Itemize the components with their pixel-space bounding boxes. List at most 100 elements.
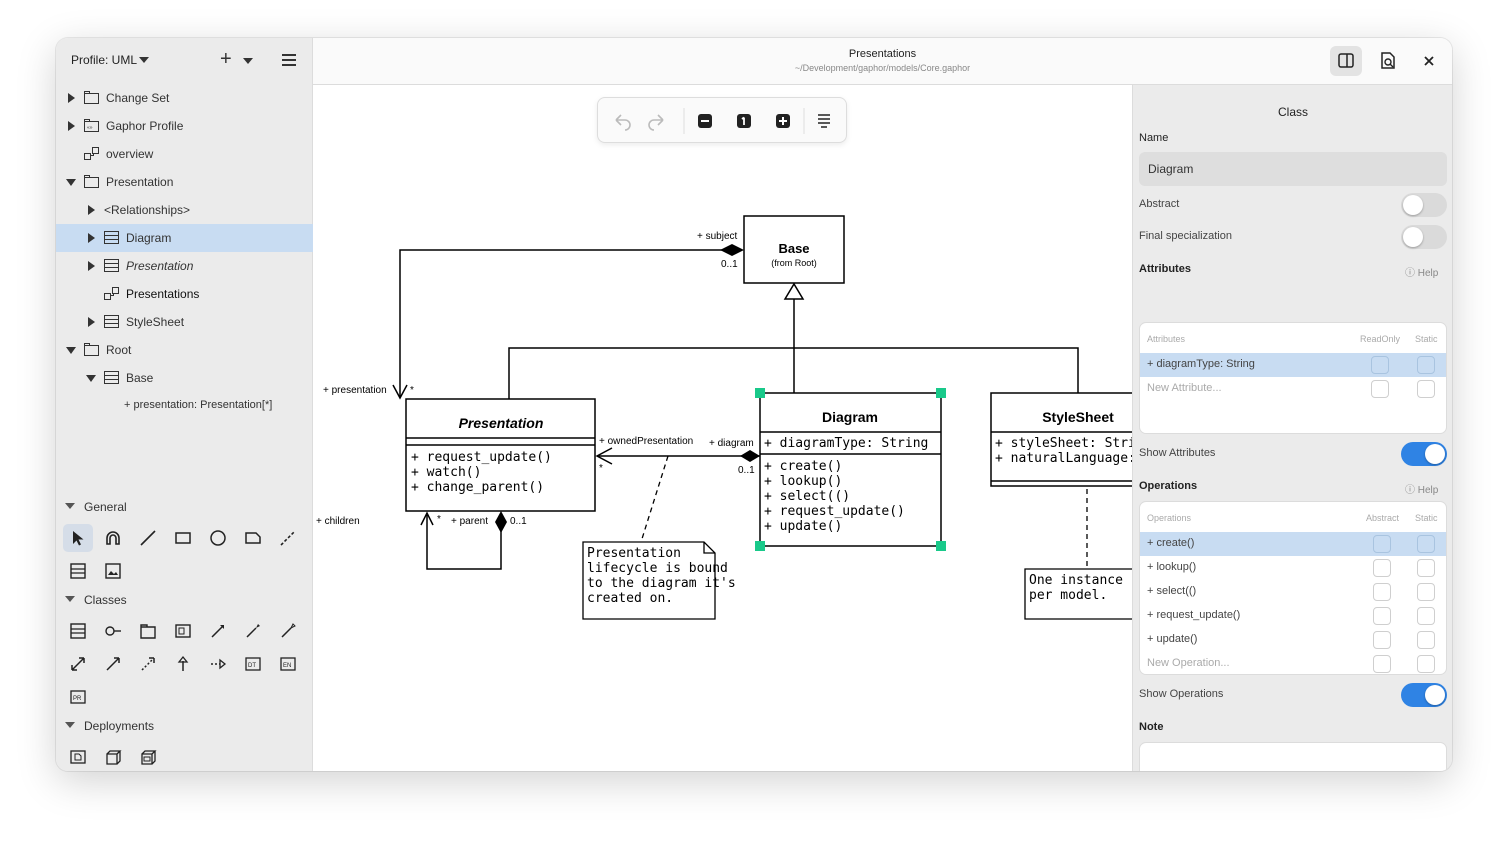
comment-one-instance[interactable]: One instance per model. [1024, 489, 1132, 620]
table-row[interactable]: + diagramType: String [1140, 353, 1446, 377]
comment-line-tool[interactable] [273, 524, 303, 552]
final-specialization-toggle[interactable] [1401, 225, 1447, 249]
tree-item-root[interactable]: Root [56, 336, 313, 364]
show-attributes-toggle[interactable] [1401, 442, 1447, 466]
resize-handle[interactable] [755, 541, 765, 551]
toggle-editor-button[interactable] [1330, 46, 1362, 76]
tree-item-diagram[interactable]: Diagram [56, 224, 313, 252]
expand-icon[interactable] [88, 261, 95, 271]
table-row[interactable]: New Operation... [1140, 652, 1446, 674]
primitive-tool[interactable]: PR [63, 683, 93, 711]
tree-item-change-set[interactable]: Change Set [56, 84, 313, 112]
table-row[interactable]: + select(() [1140, 580, 1446, 604]
zoom-in-icon[interactable] [776, 114, 790, 128]
abstract-checkbox[interactable] [1373, 631, 1391, 649]
static-checkbox[interactable] [1417, 356, 1435, 374]
class-diagram[interactable]: Diagram + diagramType: String + create()… [755, 388, 946, 551]
operation-text[interactable]: + request_update() [1147, 609, 1241, 621]
subject-association[interactable]: + subject 0..1 + presentation * [323, 231, 744, 400]
resize-handle[interactable] [936, 388, 946, 398]
static-checkbox[interactable] [1417, 583, 1435, 601]
note-textarea[interactable] [1139, 742, 1447, 771]
undo-icon[interactable] [615, 114, 631, 131]
parent-children-association[interactable]: + children * + parent 0..1 [316, 511, 527, 570]
image-tool[interactable] [98, 557, 128, 585]
class-name-input[interactable]: Diagram [1139, 152, 1447, 186]
chevron-down-icon[interactable] [139, 57, 149, 63]
expand-icon[interactable] [88, 317, 95, 327]
artifact-tool[interactable] [63, 743, 93, 771]
tree-item-presentation-class[interactable]: Presentation [56, 252, 313, 280]
chevron-down-icon[interactable] [243, 58, 253, 64]
tree-item-gaphor-profile[interactable]: «» Gaphor Profile [56, 112, 313, 140]
tree-item-presentation-package[interactable]: Presentation [56, 168, 313, 196]
operation-text[interactable]: + update() [1147, 633, 1198, 645]
hamburger-menu-icon[interactable] [282, 54, 296, 66]
node-tool[interactable] [98, 743, 128, 771]
class-presentation[interactable]: Presentation + request_update() + watch(… [405, 398, 596, 512]
realization-tool[interactable] [203, 650, 233, 678]
class-tool[interactable] [63, 617, 93, 645]
abstract-checkbox[interactable] [1373, 583, 1391, 601]
abstract-toggle[interactable] [1401, 193, 1447, 217]
collapse-icon[interactable] [66, 347, 76, 354]
bidirectional-tool[interactable] [63, 650, 93, 678]
tree-item-base[interactable]: Base [56, 364, 313, 392]
tree-item-presentations-diagram[interactable]: Presentations [56, 280, 313, 308]
table-row[interactable]: New Attribute... [1140, 377, 1446, 401]
static-checkbox[interactable] [1417, 607, 1435, 625]
show-operations-toggle[interactable] [1401, 683, 1447, 707]
association-tool[interactable] [203, 617, 233, 645]
diagram-svg[interactable]: .t{font-family:"Liberation Sans",sans-se… [313, 85, 1132, 771]
diagram-canvas[interactable]: .t{font-family:"Liberation Sans",sans-se… [313, 85, 1132, 771]
device-tool[interactable] [133, 743, 163, 771]
package-tool[interactable] [133, 617, 163, 645]
operation-text[interactable]: + lookup() [1147, 561, 1197, 573]
abstract-checkbox[interactable] [1373, 607, 1391, 625]
comment-presentation-lifecycle[interactable]: Presentation lifecycle is bound to the d… [582, 455, 736, 620]
generalization-connector[interactable] [508, 282, 1079, 399]
attribute-text[interactable]: + diagramType: String [1147, 358, 1255, 370]
directed-association-tool[interactable] [98, 650, 128, 678]
close-button[interactable] [1413, 46, 1445, 76]
palette-section-general[interactable]: General [56, 498, 313, 518]
operation-text[interactable]: + select(() [1147, 585, 1197, 597]
new-attribute-placeholder[interactable]: New Attribute... [1147, 382, 1222, 394]
enumeration-literal-tool[interactable]: EN [273, 650, 303, 678]
tree-item-relationships[interactable]: <Relationships> [56, 196, 313, 224]
abstract-checkbox[interactable] [1373, 535, 1391, 553]
zoom-reset-icon[interactable] [737, 114, 751, 128]
static-checkbox[interactable] [1417, 655, 1435, 673]
resize-handle[interactable] [755, 388, 765, 398]
table-row[interactable]: + create() [1140, 532, 1446, 556]
static-checkbox[interactable] [1417, 380, 1435, 398]
tree-item-overview[interactable]: overview [56, 140, 313, 168]
profile-selector[interactable]: Profile: UML [71, 53, 138, 67]
composition-tool[interactable] [273, 617, 303, 645]
readonly-checkbox[interactable] [1371, 356, 1389, 374]
abstract-checkbox[interactable] [1373, 559, 1391, 577]
add-element-button[interactable]: + [220, 48, 232, 70]
table-tool[interactable] [63, 557, 93, 585]
tree-item-stylesheet[interactable]: StyleSheet [56, 308, 313, 336]
collapse-icon[interactable] [86, 375, 96, 382]
attributes-help-link[interactable]: ⓘ Help [1405, 268, 1439, 279]
magnet-tool[interactable] [98, 524, 128, 552]
static-checkbox[interactable] [1417, 631, 1435, 649]
zoom-out-icon[interactable] [698, 114, 712, 128]
box-tool[interactable] [168, 524, 198, 552]
new-operation-placeholder[interactable]: New Operation... [1147, 657, 1230, 669]
dependency-tool[interactable] [133, 650, 163, 678]
line-tool[interactable] [133, 524, 163, 552]
pointer-tool[interactable] [63, 524, 93, 552]
tree-item-presentation-attribute[interactable]: + presentation: Presentation[*] [56, 392, 313, 420]
redo-icon[interactable] [648, 114, 664, 131]
align-icon[interactable] [818, 114, 830, 128]
class-base[interactable]: Base (from Root) [743, 215, 845, 284]
palette-section-deployments[interactable]: Deployments [56, 717, 313, 737]
static-checkbox[interactable] [1417, 535, 1435, 553]
owned-presentation-association[interactable]: + ownedPresentation * + diagram 0..1 [595, 436, 760, 476]
ellipse-tool[interactable] [203, 524, 233, 552]
operation-text[interactable]: + create() [1147, 537, 1195, 549]
search-document-button[interactable] [1372, 46, 1404, 76]
